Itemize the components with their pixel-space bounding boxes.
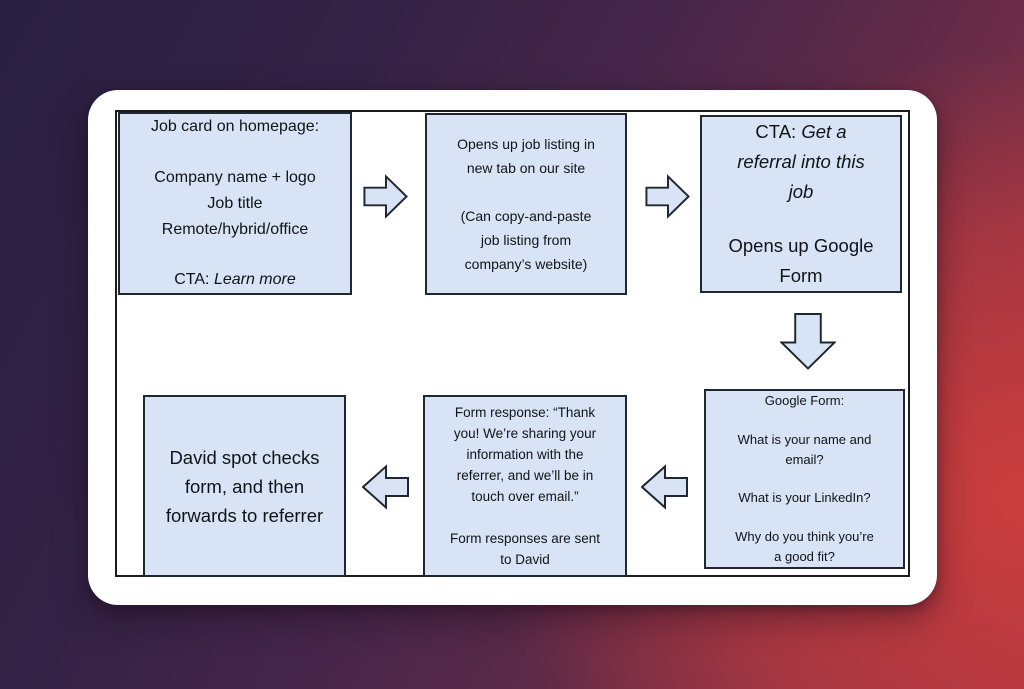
node-google-form-question: Why do you think you’re a good fit? [735,529,874,565]
cta-label: Get a referral into this job [737,121,865,202]
arrow-down-icon [780,313,836,370]
arrow-left-icon [641,462,688,512]
arrow-right-icon [363,172,408,221]
node-referral-cta-line2: Opens up Google Form [728,235,874,286]
cta-prefix: CTA: [174,271,214,288]
arrow-right-icon [645,172,690,221]
node-job-listing-line1: Opens up job listing in new tab on our s… [457,136,595,176]
node-google-form-question: What is your LinkedIn? [738,490,871,506]
node-job-card-item: Remote/hybrid/office [161,220,309,238]
arrow-left-icon [362,462,409,512]
node-job-listing-line2: (Can copy-and-paste job listing from com… [460,208,592,272]
node-google-form-question: What is your name and email? [737,431,872,467]
cta-label: Learn more [213,271,296,288]
node-form-response-line1: Form response: “Thank you! We’re sharing… [453,405,597,504]
cta-prefix: CTA: [755,121,802,142]
node-job-card-item: Job title [207,194,263,212]
node-google-form-title: Google Form: [764,393,845,408]
node-form-response-line2: Form responses are sent to David [449,531,601,567]
node-job-card-cta: CTA: Learn more [174,267,296,293]
slide-card: Job card on homepage: Company name + log… [88,90,937,605]
node-david-review-text: David spot checks form, and then forward… [165,446,324,526]
node-david-review: David spot checks form, and then forward… [143,395,346,577]
node-job-card-item: Company name + logo [154,168,316,186]
node-job-card: Job card on homepage: Company name + log… [118,112,352,295]
node-job-card-title: Job card on homepage: [150,118,320,135]
node-referral-cta: CTA: Get a referral into this job Opens … [700,115,902,293]
node-form-response: Form response: “Thank you! We’re sharing… [423,395,627,577]
node-google-form: Google Form: What is your name and email… [704,389,905,569]
node-job-listing: Opens up job listing in new tab on our s… [425,113,627,295]
node-referral-cta-line1: CTA: Get a referral into this job [725,117,877,207]
